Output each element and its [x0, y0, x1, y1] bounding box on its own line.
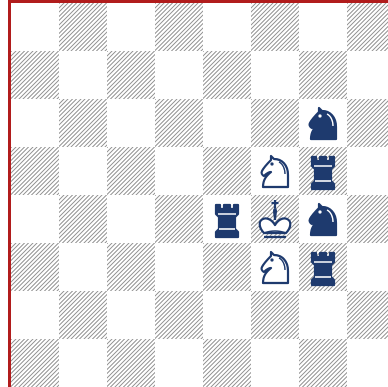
square-d4[interactable] — [155, 195, 203, 243]
white-king-icon[interactable] — [251, 195, 299, 243]
square-g2[interactable] — [299, 291, 347, 339]
square-h3[interactable] — [347, 243, 388, 291]
square-a1[interactable] — [11, 339, 59, 387]
square-b5[interactable] — [59, 147, 107, 195]
chessboard[interactable] — [11, 3, 388, 387]
square-h6[interactable] — [347, 99, 388, 147]
square-d8[interactable] — [155, 3, 203, 51]
white-knight-icon[interactable] — [251, 243, 299, 291]
square-e3[interactable] — [203, 243, 251, 291]
square-c4[interactable] — [107, 195, 155, 243]
square-d1[interactable] — [155, 339, 203, 387]
square-a8[interactable] — [11, 3, 59, 51]
square-d3[interactable] — [155, 243, 203, 291]
square-a3[interactable] — [11, 243, 59, 291]
square-a7[interactable] — [11, 51, 59, 99]
square-f1[interactable] — [251, 339, 299, 387]
square-c2[interactable] — [107, 291, 155, 339]
square-c7[interactable] — [107, 51, 155, 99]
black-rook-icon[interactable] — [299, 243, 347, 291]
square-g8[interactable] — [299, 3, 347, 51]
square-d6[interactable] — [155, 99, 203, 147]
square-f6[interactable] — [251, 99, 299, 147]
square-h1[interactable] — [347, 339, 388, 387]
square-a6[interactable] — [11, 99, 59, 147]
square-d2[interactable] — [155, 291, 203, 339]
white-knight-icon[interactable] — [251, 147, 299, 195]
square-e2[interactable] — [203, 291, 251, 339]
square-a4[interactable] — [11, 195, 59, 243]
square-b7[interactable] — [59, 51, 107, 99]
square-e6[interactable] — [203, 99, 251, 147]
square-a2[interactable] — [11, 291, 59, 339]
square-b3[interactable] — [59, 243, 107, 291]
square-d5[interactable] — [155, 147, 203, 195]
square-c5[interactable] — [107, 147, 155, 195]
square-h5[interactable] — [347, 147, 388, 195]
square-b4[interactable] — [59, 195, 107, 243]
square-d7[interactable] — [155, 51, 203, 99]
black-rook-icon[interactable] — [299, 147, 347, 195]
black-knight-icon[interactable] — [299, 195, 347, 243]
square-b2[interactable] — [59, 291, 107, 339]
square-e5[interactable] — [203, 147, 251, 195]
black-rook-icon[interactable] — [203, 195, 251, 243]
square-g7[interactable] — [299, 51, 347, 99]
square-g1[interactable] — [299, 339, 347, 387]
square-b8[interactable] — [59, 3, 107, 51]
square-c8[interactable] — [107, 3, 155, 51]
square-f2[interactable] — [251, 291, 299, 339]
board-border-left — [8, 0, 11, 387]
square-h4[interactable] — [347, 195, 388, 243]
square-e8[interactable] — [203, 3, 251, 51]
square-b1[interactable] — [59, 339, 107, 387]
board-border-top — [8, 0, 388, 3]
square-h8[interactable] — [347, 3, 388, 51]
square-h7[interactable] — [347, 51, 388, 99]
square-f7[interactable] — [251, 51, 299, 99]
square-h2[interactable] — [347, 291, 388, 339]
square-a5[interactable] — [11, 147, 59, 195]
square-f8[interactable] — [251, 3, 299, 51]
square-b6[interactable] — [59, 99, 107, 147]
square-c3[interactable] — [107, 243, 155, 291]
square-e1[interactable] — [203, 339, 251, 387]
square-c6[interactable] — [107, 99, 155, 147]
square-c1[interactable] — [107, 339, 155, 387]
black-knight-icon[interactable] — [299, 99, 347, 147]
square-e7[interactable] — [203, 51, 251, 99]
